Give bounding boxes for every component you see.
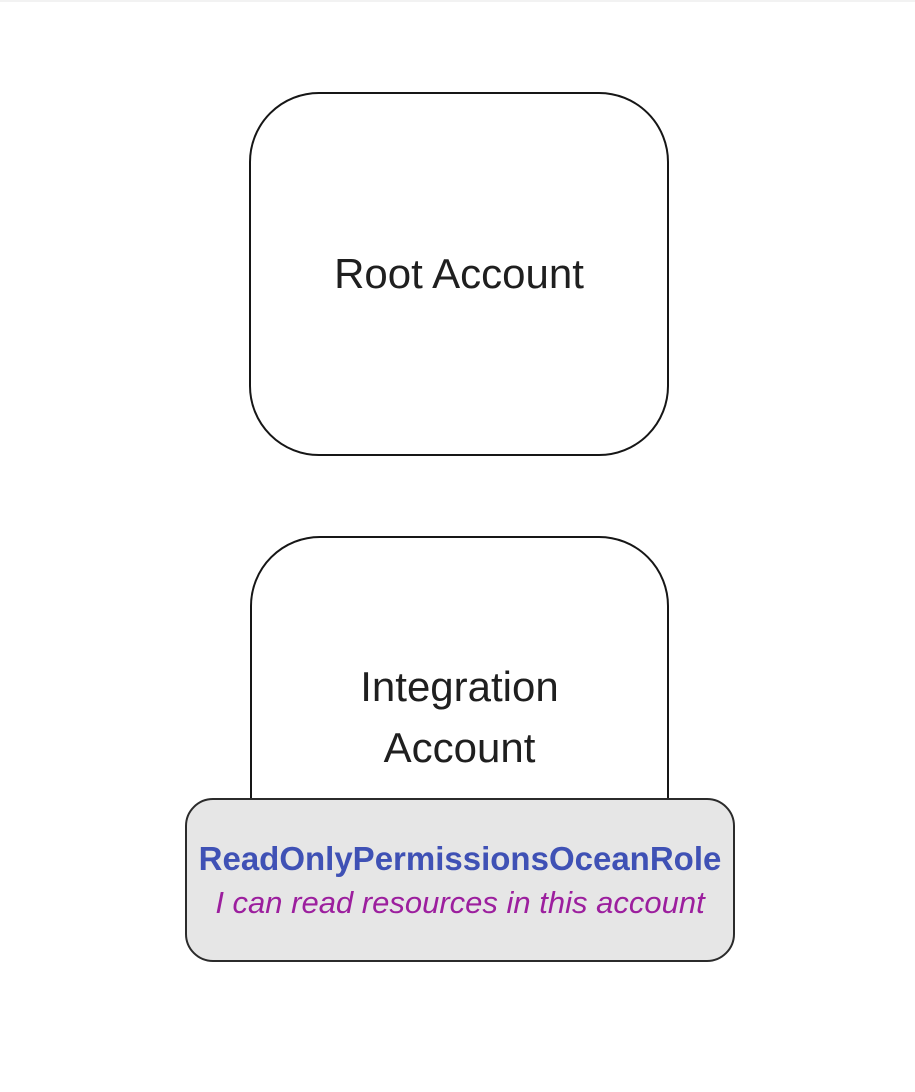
root-account-node: Root Account: [249, 92, 669, 456]
role-description-label: I can read resources in this account: [215, 884, 705, 920]
role-badge: ReadOnlyPermissionsOceanRole I can read …: [185, 798, 735, 962]
integration-account-label-line2: Account: [383, 723, 536, 771]
integration-account-label-line1: Integration: [360, 662, 559, 710]
role-name-label: ReadOnlyPermissionsOceanRole: [198, 839, 722, 877]
integration-account-label: Integration Account: [360, 657, 558, 779]
root-account-label: Root Account: [334, 249, 584, 297]
